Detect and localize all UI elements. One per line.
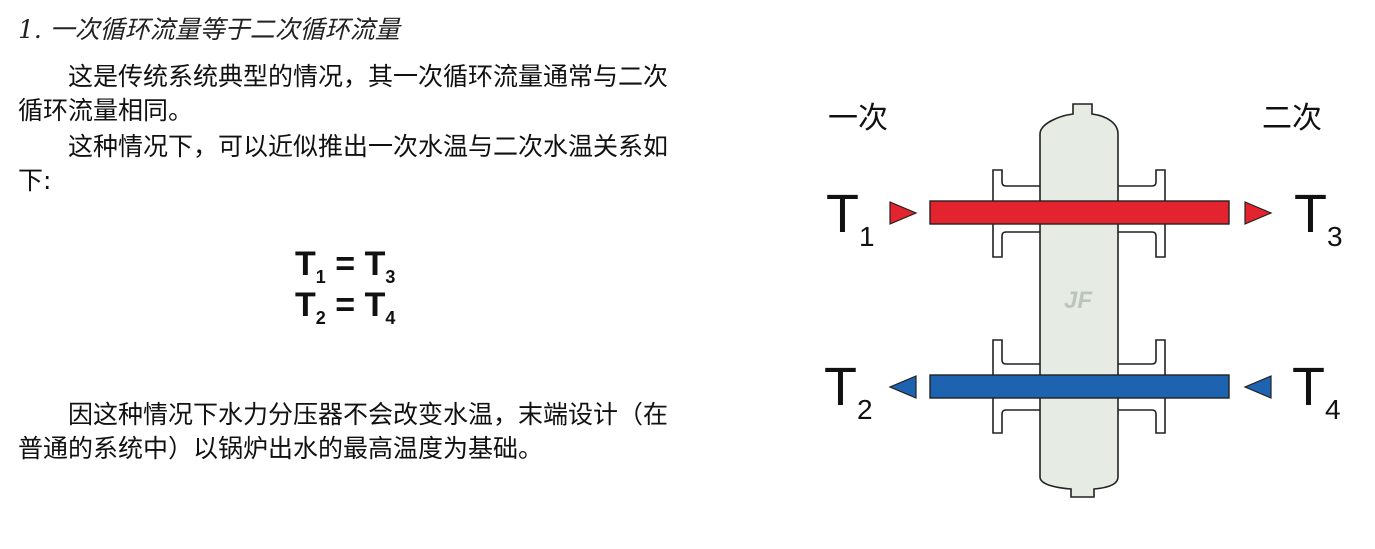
eq-operator: =	[335, 286, 356, 324]
t1-subscript: 1	[859, 221, 875, 252]
t3-outflow-arrow	[1244, 201, 1273, 225]
hot-supply-pipe	[929, 200, 1230, 225]
primary-side-label: 一次	[828, 102, 888, 135]
t1-label: T1	[826, 184, 875, 252]
t4-subscript: 4	[1325, 394, 1341, 425]
t4-label: T4	[1292, 357, 1341, 425]
t2-outflow-arrow	[888, 375, 917, 399]
paragraph-temperature-relation: 这种情况下，可以近似推出一次水温与二次水温关系如下:	[18, 132, 669, 195]
t2-letter: T	[824, 357, 857, 417]
cold-return-pipe	[929, 374, 1230, 399]
secondary-side-label: 二次	[1262, 102, 1322, 135]
t1-inflow-arrow	[889, 201, 918, 225]
eq-left-sub: 1	[315, 267, 326, 287]
t4-letter: T	[1292, 357, 1325, 417]
paragraph-design-basis: 因这种情况下水力分压器不会改变水温，末端设计（在普通的系统中）以锅炉出水的最高温…	[18, 400, 669, 463]
eq-right-letter: T	[364, 245, 386, 283]
t3-subscript: 3	[1327, 221, 1343, 252]
equation-t1-t3: T1 = T3	[295, 245, 395, 288]
t3-letter: T	[1294, 184, 1327, 244]
eq-right-sub: 3	[385, 267, 396, 287]
eq-left-letter: T	[295, 286, 316, 324]
t3-label: T3	[1294, 184, 1343, 252]
t4-inflow-arrow	[1243, 375, 1272, 399]
eq-right-sub: 4	[385, 308, 396, 328]
equation-t2-t4: T2 = T4	[295, 286, 395, 329]
eq-right-letter: T	[364, 286, 386, 324]
eq-operator: =	[335, 245, 356, 283]
eq-left-sub: 2	[315, 308, 326, 328]
paragraph-typical-case: 这是传统系统典型的情况，其一次循环流量通常与二次循环流量相同。	[18, 62, 669, 125]
manufacturer-logo: JF	[1064, 287, 1093, 314]
section-heading: 1. 一次循环流量等于二次循环流量	[18, 15, 400, 44]
eq-left-letter: T	[295, 245, 316, 283]
t2-label: T2	[824, 357, 873, 425]
t2-subscript: 2	[857, 394, 873, 425]
t1-letter: T	[826, 184, 859, 244]
